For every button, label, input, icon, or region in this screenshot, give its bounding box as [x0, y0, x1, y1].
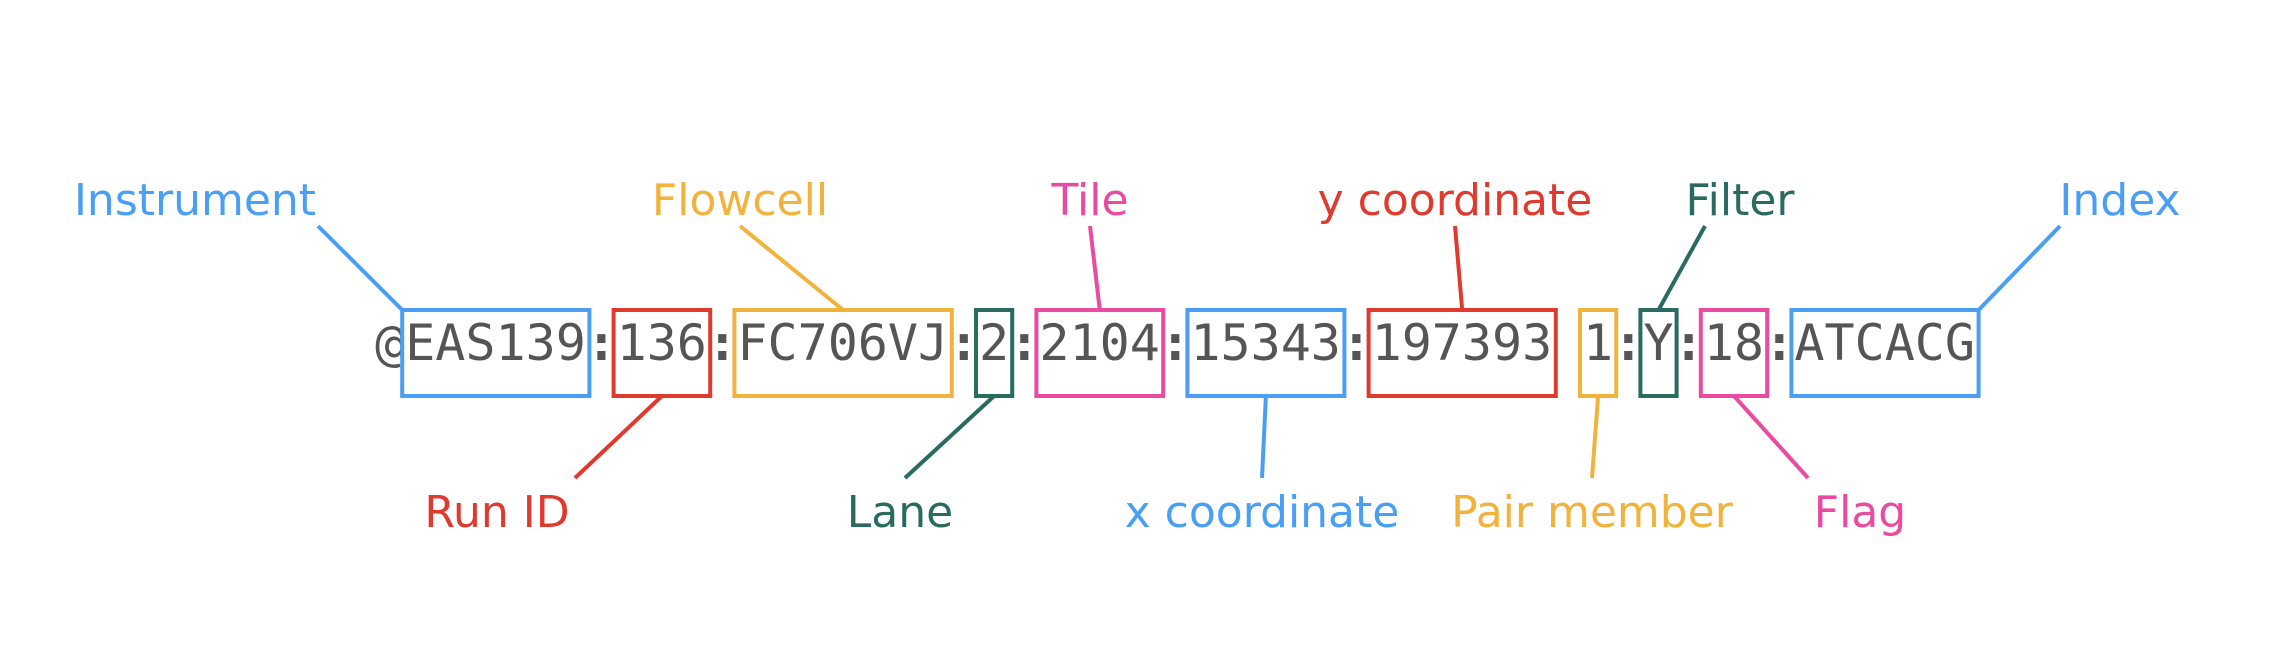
segment-filter-text: Y [1643, 314, 1673, 372]
label-run-id: Run ID [424, 487, 569, 538]
segment-index-text: ATCACG [1794, 314, 1975, 372]
leader-line-x-coordinate [1260, 395, 1268, 479]
leader-line-lane [903, 394, 996, 480]
segment-sep2-text: : [707, 314, 737, 372]
segment-sep7-text: : [1613, 314, 1643, 372]
leader-line-flag [1732, 394, 1810, 480]
leader-line-pair-member [1590, 395, 1601, 479]
segment-instrument-box [400, 308, 592, 398]
segment-sep1-text: : [586, 314, 616, 372]
segment-pair-member-text: 1 [1583, 314, 1613, 372]
segment-sep6-text: : [1341, 314, 1371, 372]
label-x-coordinate: x coordinate [1125, 487, 1400, 538]
segment-flowcell-box [732, 308, 954, 398]
segment-x-coordinate-text: 15343 [1190, 314, 1341, 372]
segment-sep3-text: : [949, 314, 979, 372]
leader-line-tile [1088, 225, 1102, 311]
label-flag: Flag [1814, 487, 1906, 538]
segment-y-coordinate-text: 197393 [1372, 314, 1553, 372]
segment-index-box [1789, 308, 1981, 398]
label-filter: Filter [1686, 175, 1796, 226]
segment-tile-text: 2104 [1039, 314, 1159, 372]
segment-sep8-text: : [1674, 314, 1704, 372]
segment-instrument-text: EAS139 [405, 314, 586, 372]
leader-line-y-coordinate [1453, 225, 1465, 311]
label-tile: Tile [1050, 175, 1128, 226]
segment-sep9-text: : [1764, 314, 1794, 372]
label-y-coordinate: y coordinate [1318, 175, 1593, 226]
label-lane: Lane [847, 487, 953, 538]
segment-run-id-text: 136 [617, 314, 707, 372]
segment-flag-text: 18 [1704, 314, 1764, 372]
label-pair-member: Pair member [1451, 487, 1734, 538]
label-index: Index [2059, 175, 2180, 226]
segment-sep4-text: : [1009, 314, 1039, 372]
segment-lane-text: 2 [979, 314, 1009, 372]
leader-line-flowcell [738, 224, 845, 312]
leader-line-instrument [316, 224, 404, 312]
leader-line-index [1977, 224, 2062, 312]
label-flowcell: Flowcell [652, 175, 828, 226]
leader-line-filter [1656, 225, 1707, 311]
segment-flowcell-text: FC706VJ [737, 314, 948, 372]
label-instrument: Instrument [74, 175, 316, 226]
leader-line-run-id [573, 394, 664, 480]
segment-at-text: @ [375, 314, 405, 372]
segment-sep5-text: : [1160, 314, 1190, 372]
